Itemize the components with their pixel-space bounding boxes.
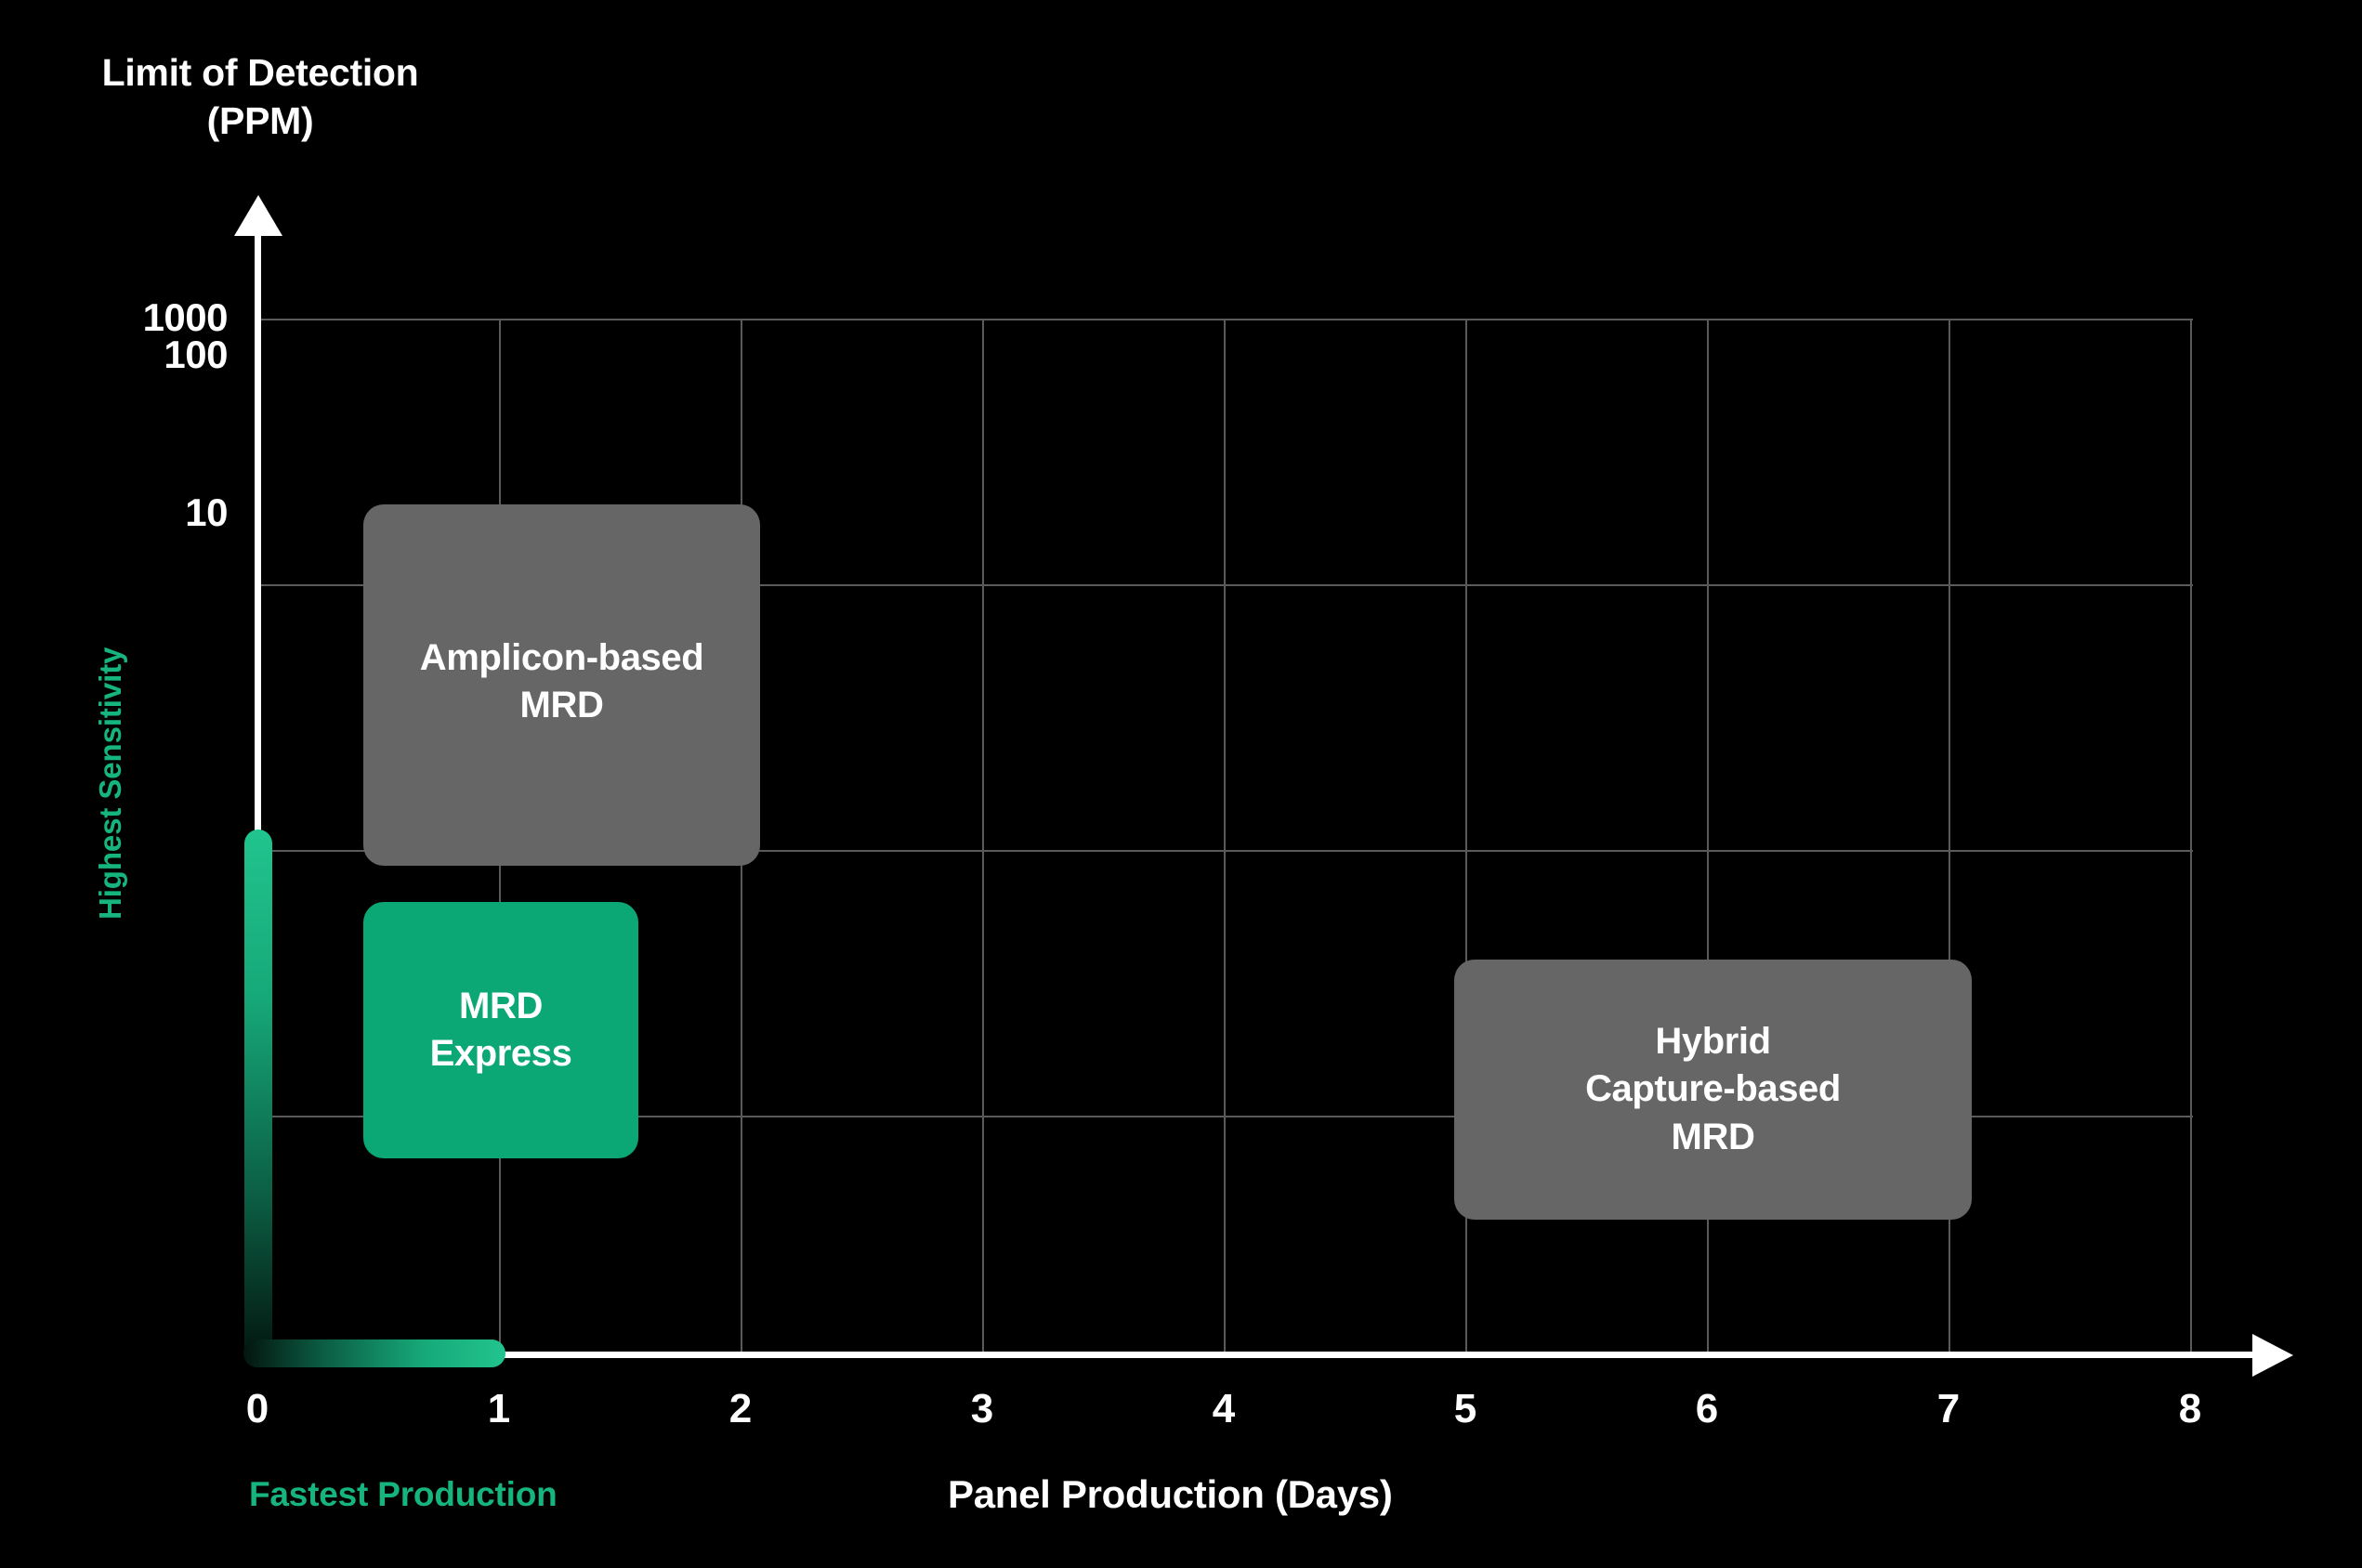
fastest-production-label: Fastest Production [249, 1475, 558, 1513]
category-box-label: MRD Express [429, 985, 572, 1074]
highest-sensitivity-label: Highest Sensitivity [93, 647, 127, 920]
y-tick-label: 10 [185, 490, 228, 534]
category-box-mrd-express[interactable]: MRD Express [363, 902, 638, 1158]
x-tick-label: 6 [1695, 1386, 1719, 1431]
x-tick-label: 4 [1212, 1386, 1236, 1431]
grid-line-vertical [1465, 319, 1467, 1353]
grid-line-vertical [2190, 319, 2192, 1353]
y-tick-label: 100 [164, 333, 228, 376]
fastest-production-bar [243, 1339, 505, 1367]
category-box-hybrid-capture-based-mrd[interactable]: Hybrid Capture-based MRD [1454, 960, 1972, 1220]
x-tick-label: 3 [970, 1386, 994, 1431]
x-tick-label: 2 [728, 1386, 753, 1431]
x-tick-label: 1 [487, 1386, 511, 1431]
grid-line-vertical [982, 319, 984, 1353]
category-box-label: Amplicon-based MRD [419, 637, 704, 726]
x-tick-label: 7 [1936, 1386, 1961, 1431]
highest-sensitivity-bar [244, 830, 272, 1361]
x-axis-title: Panel Production (Days) [948, 1472, 1393, 1516]
y-axis-title: Limit of Detection (PPM) [101, 51, 419, 143]
y-axis-line [255, 212, 261, 1357]
x-tick-label: 8 [2178, 1386, 2202, 1431]
x-tick-label: 0 [245, 1386, 269, 1431]
grid-line-vertical [1707, 319, 1709, 1353]
x-tick-label: 5 [1453, 1386, 1477, 1431]
grid-line-vertical [1949, 319, 1950, 1353]
x-axis-arrow-icon [2252, 1334, 2293, 1377]
category-box-label: Hybrid Capture-based MRD [1585, 1021, 1841, 1157]
grid-line-vertical [1224, 319, 1226, 1353]
x-axis-line [255, 1352, 2258, 1358]
y-axis-arrow-icon [234, 195, 282, 236]
y-tick-label: 1000 [142, 295, 229, 339]
category-box-amplicon-based-mrd[interactable]: Amplicon-based MRD [363, 504, 760, 866]
